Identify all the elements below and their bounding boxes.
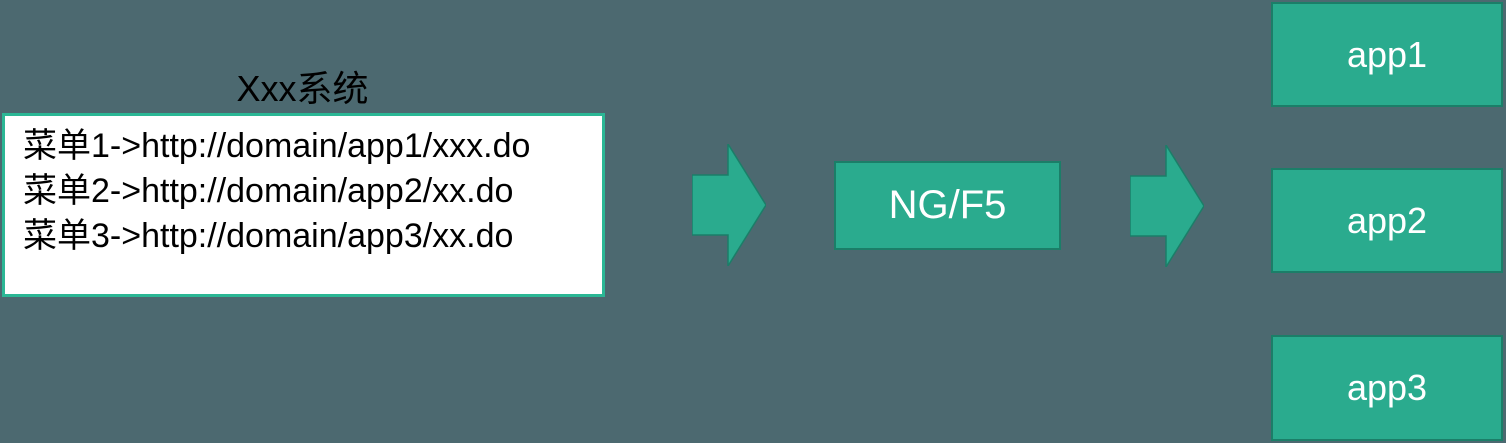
app-label: app2: [1346, 199, 1428, 241]
right-arrow-icon: [1130, 145, 1204, 267]
load-balancer-label: NG/F5: [888, 183, 1007, 227]
system-title: Xxx系统: [236, 68, 369, 109]
app-box-app3: app3: [1271, 335, 1503, 441]
menu-url-box: 菜单1->http://domain/app1/xxx.do 菜单2->http…: [2, 113, 605, 297]
right-arrow-icon: [692, 144, 766, 266]
app-label: app3: [1346, 367, 1428, 408]
app-box-app2: app2: [1271, 168, 1503, 273]
menu-url-line-1: 菜单1->http://domain/app1/xxx.do: [23, 127, 531, 165]
load-balancer-box: NG/F5: [834, 161, 1061, 250]
menu-url-line-2: 菜单2->http://domain/app2/xx.do: [23, 172, 514, 210]
menu-url-line-3: 菜单3->http://domain/app3/xx.do: [23, 217, 514, 255]
app-box-app1: app1: [1271, 2, 1503, 107]
app-label: app1: [1346, 33, 1428, 75]
